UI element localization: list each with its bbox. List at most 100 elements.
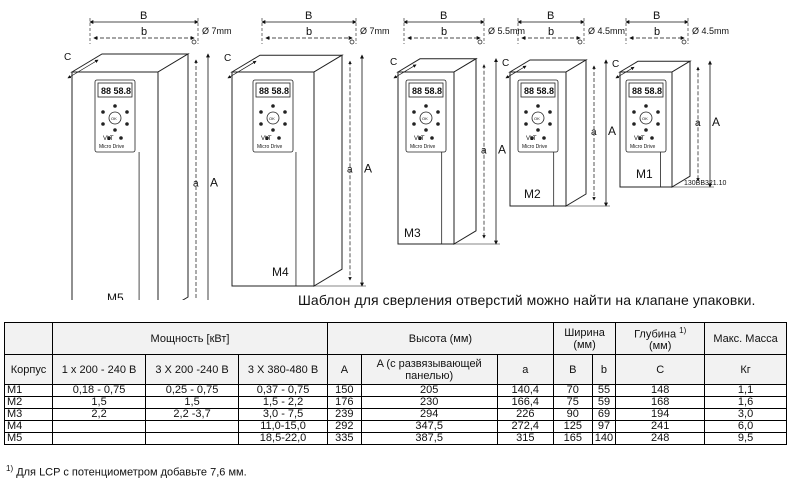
keypad-button — [542, 136, 546, 140]
ok-key — [266, 111, 280, 125]
keypad-button — [548, 122, 552, 126]
cell-C: 248 — [615, 432, 706, 445]
keypad-button — [644, 128, 648, 132]
cell-housing: M2 — [3, 396, 54, 409]
header-height: Высота (мм) — [327, 322, 554, 355]
cell-kg: 1,1 — [704, 384, 787, 397]
dim-a-label: a — [347, 165, 353, 176]
mounting-hole — [349, 39, 355, 45]
brand-label: VLT — [414, 136, 425, 142]
dim-b-label: b — [654, 26, 660, 38]
cell-B: 75 — [552, 396, 593, 409]
cell-p1: 2,2 — [52, 408, 147, 421]
cell-p3: 11,0-15,0 — [238, 420, 328, 433]
keypad-button — [424, 128, 428, 132]
cell-A: 239 — [327, 408, 362, 421]
dim-C-label: C — [224, 53, 231, 64]
dim-A-label: A — [712, 115, 720, 129]
keypad-button — [283, 122, 287, 126]
dim-B-label: B — [140, 10, 147, 22]
keypad-button — [113, 104, 117, 108]
housing-m2 — [505, 18, 610, 207]
header-depth-note: 1) — [679, 325, 687, 335]
cell-a: 226 — [496, 408, 554, 421]
housing-label: M2 — [524, 187, 541, 201]
table-header-row: Мощность [кВт] Высота (мм) Ширина (мм) Г… — [3, 322, 787, 355]
ok-key-label: OK — [534, 116, 540, 121]
header-mass: Макс. Масса — [704, 322, 787, 355]
keypad-button — [656, 122, 660, 126]
header-power: Мощность [кВт] — [52, 322, 328, 355]
hole-diameter-label: Ø 7mm — [360, 26, 390, 36]
lcd-readout: 88 58.8 — [259, 86, 289, 96]
footnote: 1) Для LCP с потенциометром добавьте 7,6… — [6, 464, 247, 479]
dim-a-label: a — [481, 145, 487, 156]
dim-C-line — [615, 66, 635, 79]
lcd-readout: 88 58.8 — [632, 86, 662, 96]
hole-diameter-label: Ø 7mm — [202, 26, 232, 36]
cell-C: 241 — [615, 420, 706, 433]
header-depth: Глубина 1) (мм) — [615, 322, 706, 355]
col-b: b — [591, 354, 617, 385]
dim-C-line — [67, 59, 99, 79]
cell-A: 176 — [327, 396, 362, 409]
keypad-button — [418, 136, 422, 140]
dim-C-line — [393, 64, 417, 79]
ok-key-label: OK — [422, 116, 428, 121]
cell-a: 140,4 — [496, 384, 554, 397]
ok-key — [639, 111, 653, 125]
col-power-3x380: 3 X 380-480 В — [238, 354, 328, 385]
housing-side-face — [671, 60, 691, 188]
ok-key-label: OK — [642, 116, 648, 121]
cell-b: 140 — [591, 432, 617, 445]
product-label: Micro Drive — [257, 144, 282, 150]
cell-kg: 9,5 — [704, 432, 787, 445]
housing-m3 — [393, 18, 500, 245]
hole-diameter-label: Ø 4.5mm — [692, 26, 729, 36]
cell-A: 292 — [327, 420, 362, 433]
cell-A2: 230 — [360, 396, 498, 409]
keypad-button — [107, 136, 111, 140]
mounting-hole — [477, 39, 483, 45]
dim-B-label: B — [547, 10, 554, 22]
dimensions-table: Мощность [кВт] Высота (мм) Ширина (мм) Г… — [3, 322, 787, 445]
cell-b: 55 — [591, 384, 617, 397]
housing-m4 — [227, 18, 366, 287]
cell-A2: 205 — [360, 384, 498, 397]
cell-B: 90 — [552, 408, 593, 421]
cell-p2 — [145, 420, 240, 433]
keypad-button — [259, 110, 263, 114]
header-blank — [3, 322, 54, 355]
cell-housing: M3 — [3, 408, 54, 421]
cell-B: 125 — [552, 420, 593, 433]
dim-C-line — [505, 65, 527, 79]
dim-C-label: C — [64, 52, 71, 63]
cell-A2: 347,5 — [360, 420, 498, 433]
housing-side-face — [453, 57, 477, 245]
cell-p1: 1,5 — [52, 396, 147, 409]
cell-housing: M5 — [3, 432, 54, 445]
lcd-display — [97, 82, 133, 98]
keypad-button — [271, 104, 275, 108]
lcd-display — [628, 82, 664, 98]
col-a: a — [496, 354, 554, 385]
col-C: C — [615, 354, 706, 385]
keypad-button — [430, 136, 434, 140]
brand-label: VLT — [103, 136, 114, 142]
cell-p2 — [145, 432, 240, 445]
keypad-button — [436, 122, 440, 126]
cell-a: 166,4 — [496, 396, 554, 409]
brand-label: VLT — [261, 136, 272, 142]
lcd-display — [255, 82, 291, 98]
housing-label: M4 — [272, 265, 289, 279]
col-power-3x200: 3 X 200 -240 В — [145, 354, 240, 385]
mounting-hole — [681, 39, 687, 45]
lcd-readout: 88 58.8 — [524, 86, 554, 96]
drilling-template-caption: Шаблон для сверления отверстий можно най… — [298, 292, 756, 308]
product-label: Micro Drive — [99, 144, 124, 150]
keypad-button — [265, 136, 269, 140]
dim-B-label: B — [440, 10, 447, 22]
